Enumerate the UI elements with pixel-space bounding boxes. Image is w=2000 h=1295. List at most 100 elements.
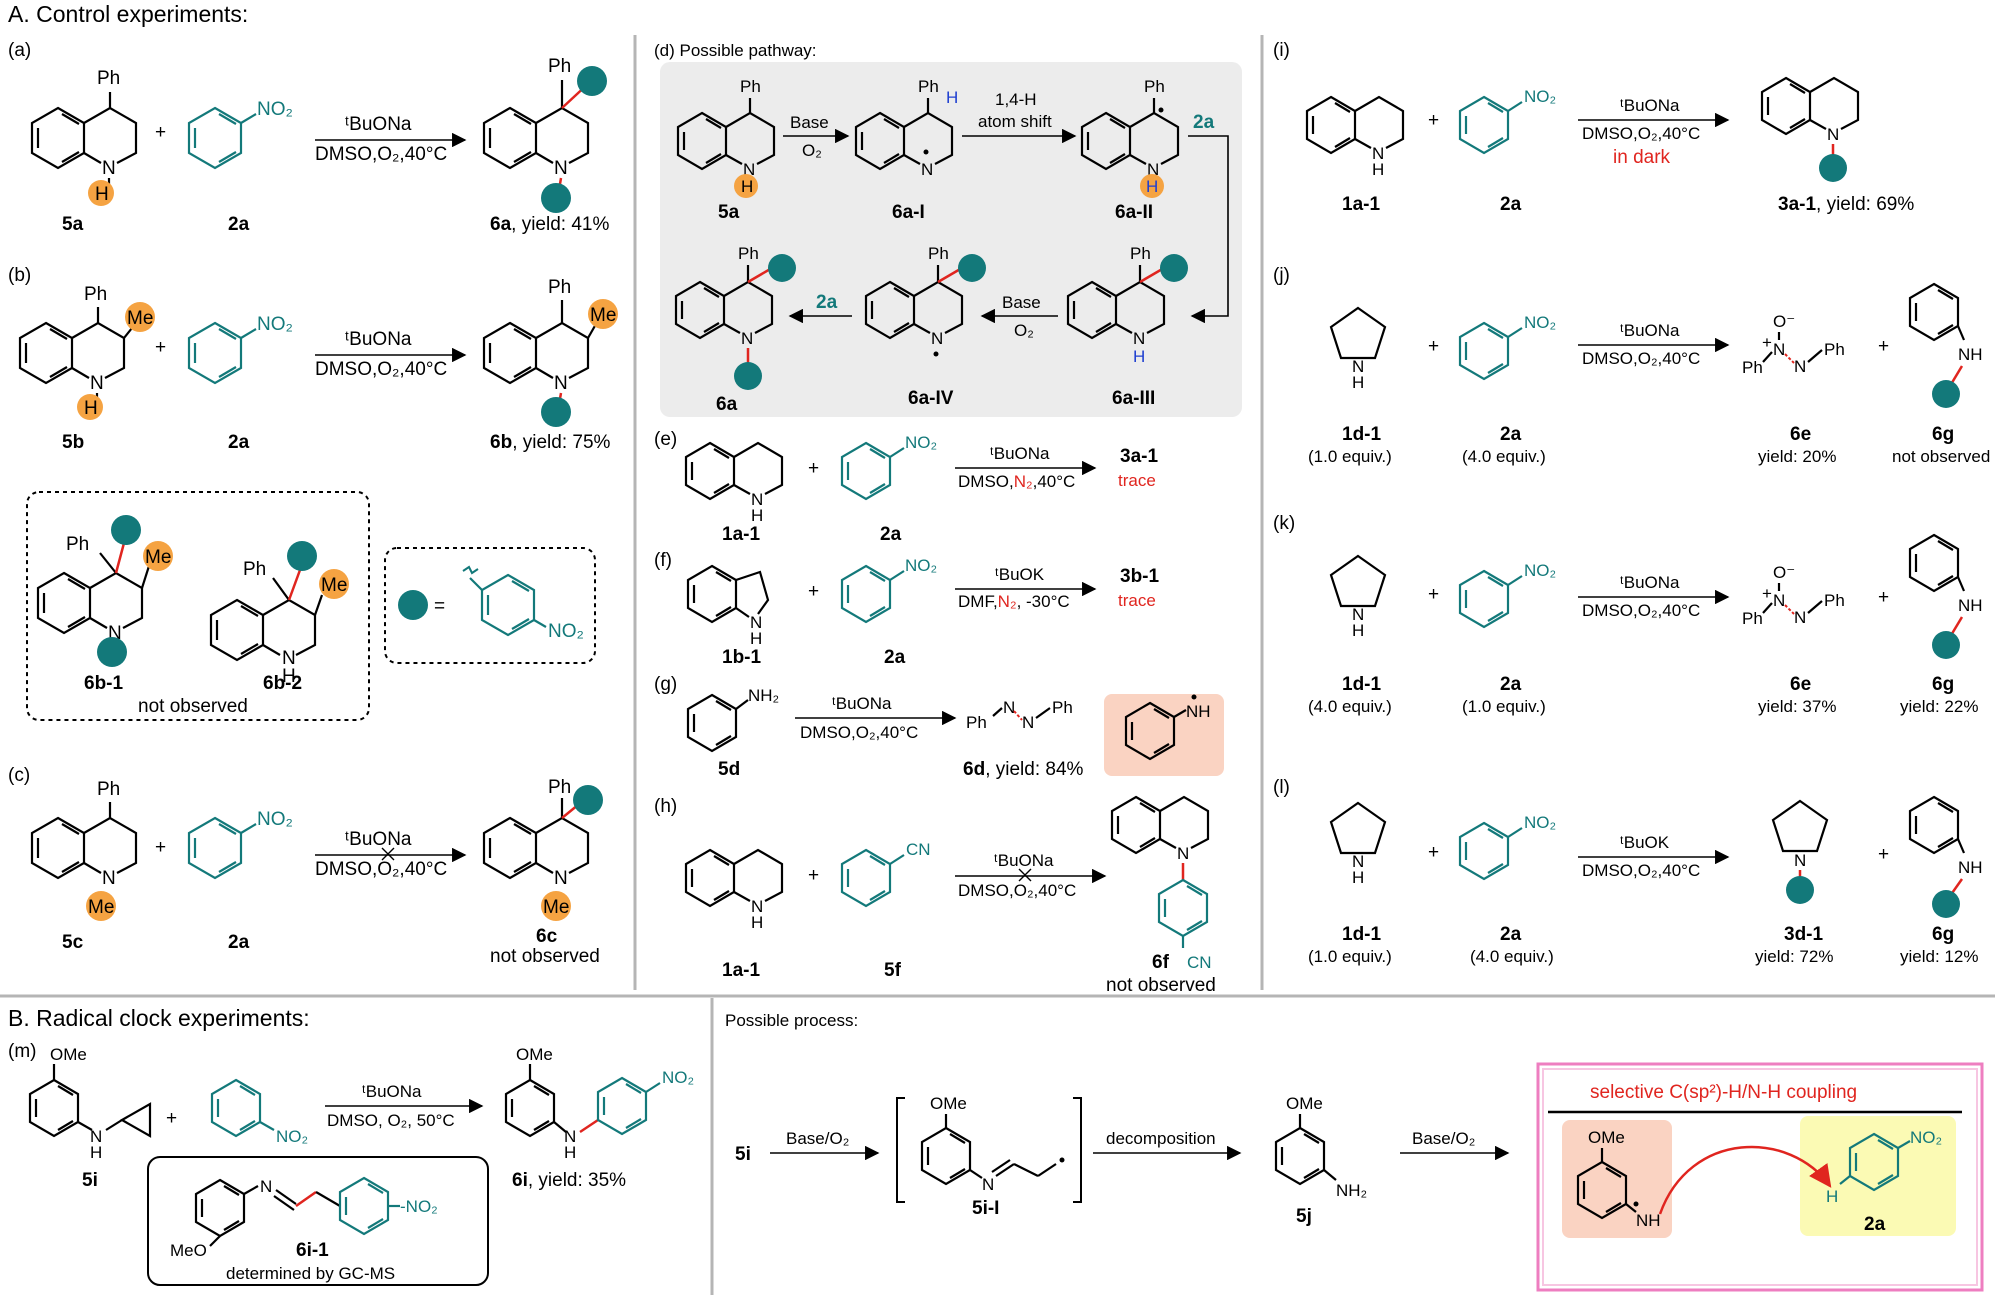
aryl-dot [1160, 254, 1188, 282]
atom-ph: Ph [97, 68, 120, 89]
exp-k-p1-yield: yield: 37% [1758, 697, 1836, 716]
radical-dot [1158, 107, 1164, 113]
exp-f-cond2b: N₂ [998, 592, 1017, 611]
exp-e-reagent: 2a [880, 524, 902, 545]
atom-n: N [1827, 125, 1839, 144]
exp-c-note: not observed [490, 946, 600, 967]
aryl-dot [1819, 154, 1847, 182]
atom-n: N [90, 373, 104, 394]
atom-ph: Ph [1052, 698, 1073, 717]
exp-b-yield: , yield: 75% [512, 432, 610, 453]
atom-ph: Ph [738, 244, 759, 263]
exp-j-reagent-eq: (4.0 equiv.) [1462, 447, 1546, 466]
atom-no2: NO₂ [905, 433, 937, 452]
amine-highlight [1562, 1120, 1672, 1238]
exp-l-cond1: ᵗBuOK [1620, 833, 1670, 852]
path-c3: 6a-II [1115, 202, 1153, 223]
process-int2: 5j [1296, 1206, 1312, 1227]
plus-sign: + [808, 581, 819, 602]
nitrobenzene-2a [187, 106, 257, 170]
highlight-me-orange [143, 541, 173, 571]
aryl-dot [1932, 631, 1960, 659]
atom-ph: Ph [548, 277, 571, 298]
experiment-a: (a) Ph N H 5a + NO₂ 2a ᵗBuONa DMSO,O₂,40… [8, 40, 609, 235]
exp-e-cond2c: ,40°C [1033, 472, 1076, 491]
path-base2: Base [1002, 293, 1041, 312]
path-shift1: 1,4-H [995, 90, 1037, 109]
atom-n: N [751, 897, 763, 916]
atom-me: Me [321, 575, 347, 596]
exp-f-product: 3b-1 [1120, 566, 1160, 587]
plus-sign: + [166, 1108, 177, 1129]
exp-k-p2: 6g [1932, 674, 1954, 695]
exp-b-cond2: DMSO,O₂,40°C [315, 359, 447, 380]
exp-h-cond2: DMSO,O₂,40°C [958, 881, 1076, 900]
atom-n: N [1352, 852, 1364, 871]
atom-me: Me [88, 897, 114, 918]
nitroarene-highlight [1800, 1116, 1956, 1236]
atom-ome: OMe [1588, 1128, 1625, 1147]
aryl-dot [573, 785, 603, 815]
path-c6: 6a [716, 394, 738, 415]
exp-i-product: 3a-1 [1778, 194, 1816, 215]
exp-j-p2-yield: not observed [1892, 447, 1990, 466]
aryl-dot [541, 397, 571, 427]
exp-m-yield: , yield: 35% [528, 1170, 626, 1191]
exp-a-sm: 5a [62, 214, 84, 235]
exp-f-cond2a: DMF, [958, 592, 998, 611]
exp-j-sm: 1d-1 [1342, 424, 1382, 445]
exp-m-side: 6i-1 [296, 1240, 329, 1261]
plus-sign: + [1428, 336, 1439, 357]
experiment-e: (e) N H 1a-1 + NO₂ 2a ᵗBuONa DMSO,N₂,40°… [654, 429, 1158, 545]
radical-dot [933, 351, 939, 357]
exp-j-p2: 6g [1932, 424, 1954, 445]
atom-no2: NO₂ [548, 621, 584, 642]
aryl-dot [1932, 890, 1960, 918]
exp-m-product: 6i [512, 1170, 528, 1191]
exp-e-sm: 1a-1 [722, 524, 760, 545]
path-base: Base [790, 113, 829, 132]
exp-l-sm: 1d-1 [1342, 924, 1382, 945]
exp-f-cond2: DMF,N₂, -30°C [958, 592, 1070, 611]
exp-a-reagent: 2a [228, 214, 250, 235]
atom-n: N [921, 160, 933, 179]
exp-f-cond1: ᵗBuOK [995, 565, 1045, 584]
highlight-me-orange [125, 302, 155, 332]
atom-n: N [554, 158, 568, 179]
exp-l-p2: 6g [1932, 924, 1954, 945]
atom-o-minus: O⁻ [1773, 312, 1795, 331]
exp-m-label: (m) [8, 1041, 36, 1062]
exp-b-sm: 5b [62, 432, 84, 453]
aryl-dot [577, 66, 607, 96]
atom-ome: OMe [1286, 1094, 1323, 1113]
atom-h: H [1826, 1187, 1838, 1206]
atom-ph: Ph [928, 244, 949, 263]
exp-c-cond1: ᵗBuONa [345, 829, 412, 850]
exp-h-cond1: ᵗBuONa [994, 851, 1054, 870]
exp-k-p1: 6e [1790, 674, 1811, 695]
exp-a-yield: , yield: 41% [511, 214, 609, 235]
plus-charge: + [1762, 584, 1772, 603]
atom-ome: OMe [50, 1045, 87, 1064]
radical-dot [1191, 694, 1197, 700]
tetrahydroquinoline-5a [30, 92, 138, 170]
exp-i-cond3: in dark [1613, 147, 1671, 168]
exp-k-sm: 1d-1 [1342, 674, 1382, 695]
exp-j-cond2: DMSO,O₂,40°C [1582, 349, 1700, 368]
exp-f-cond2c: , -30°C [1017, 592, 1070, 611]
exp-b-reagent: 2a [228, 432, 250, 453]
path-c5: 6a-IV [908, 388, 954, 409]
plus-sign: + [1878, 587, 1889, 608]
atom-n: N [260, 1177, 272, 1196]
atom-nh: NH [1186, 702, 1211, 721]
exp-l-p1: 3d-1 [1784, 924, 1824, 945]
aryl-dot [398, 590, 428, 620]
experiment-m: (m) OMe N H 5i + NO₂ ᵗBuONa DMSO, O₂, 50… [8, 1041, 694, 1286]
plus-sign: + [155, 337, 166, 358]
atom-n: N [554, 868, 568, 889]
aryl-dot [1786, 876, 1814, 904]
radical-dot [1633, 1201, 1639, 1207]
exp-i-result: 3a-1, yield: 69% [1778, 194, 1914, 215]
box-p1: 6b-1 [84, 673, 124, 694]
coupling-title: selective C(sp²)-H/N-H coupling [1590, 1082, 1857, 1103]
